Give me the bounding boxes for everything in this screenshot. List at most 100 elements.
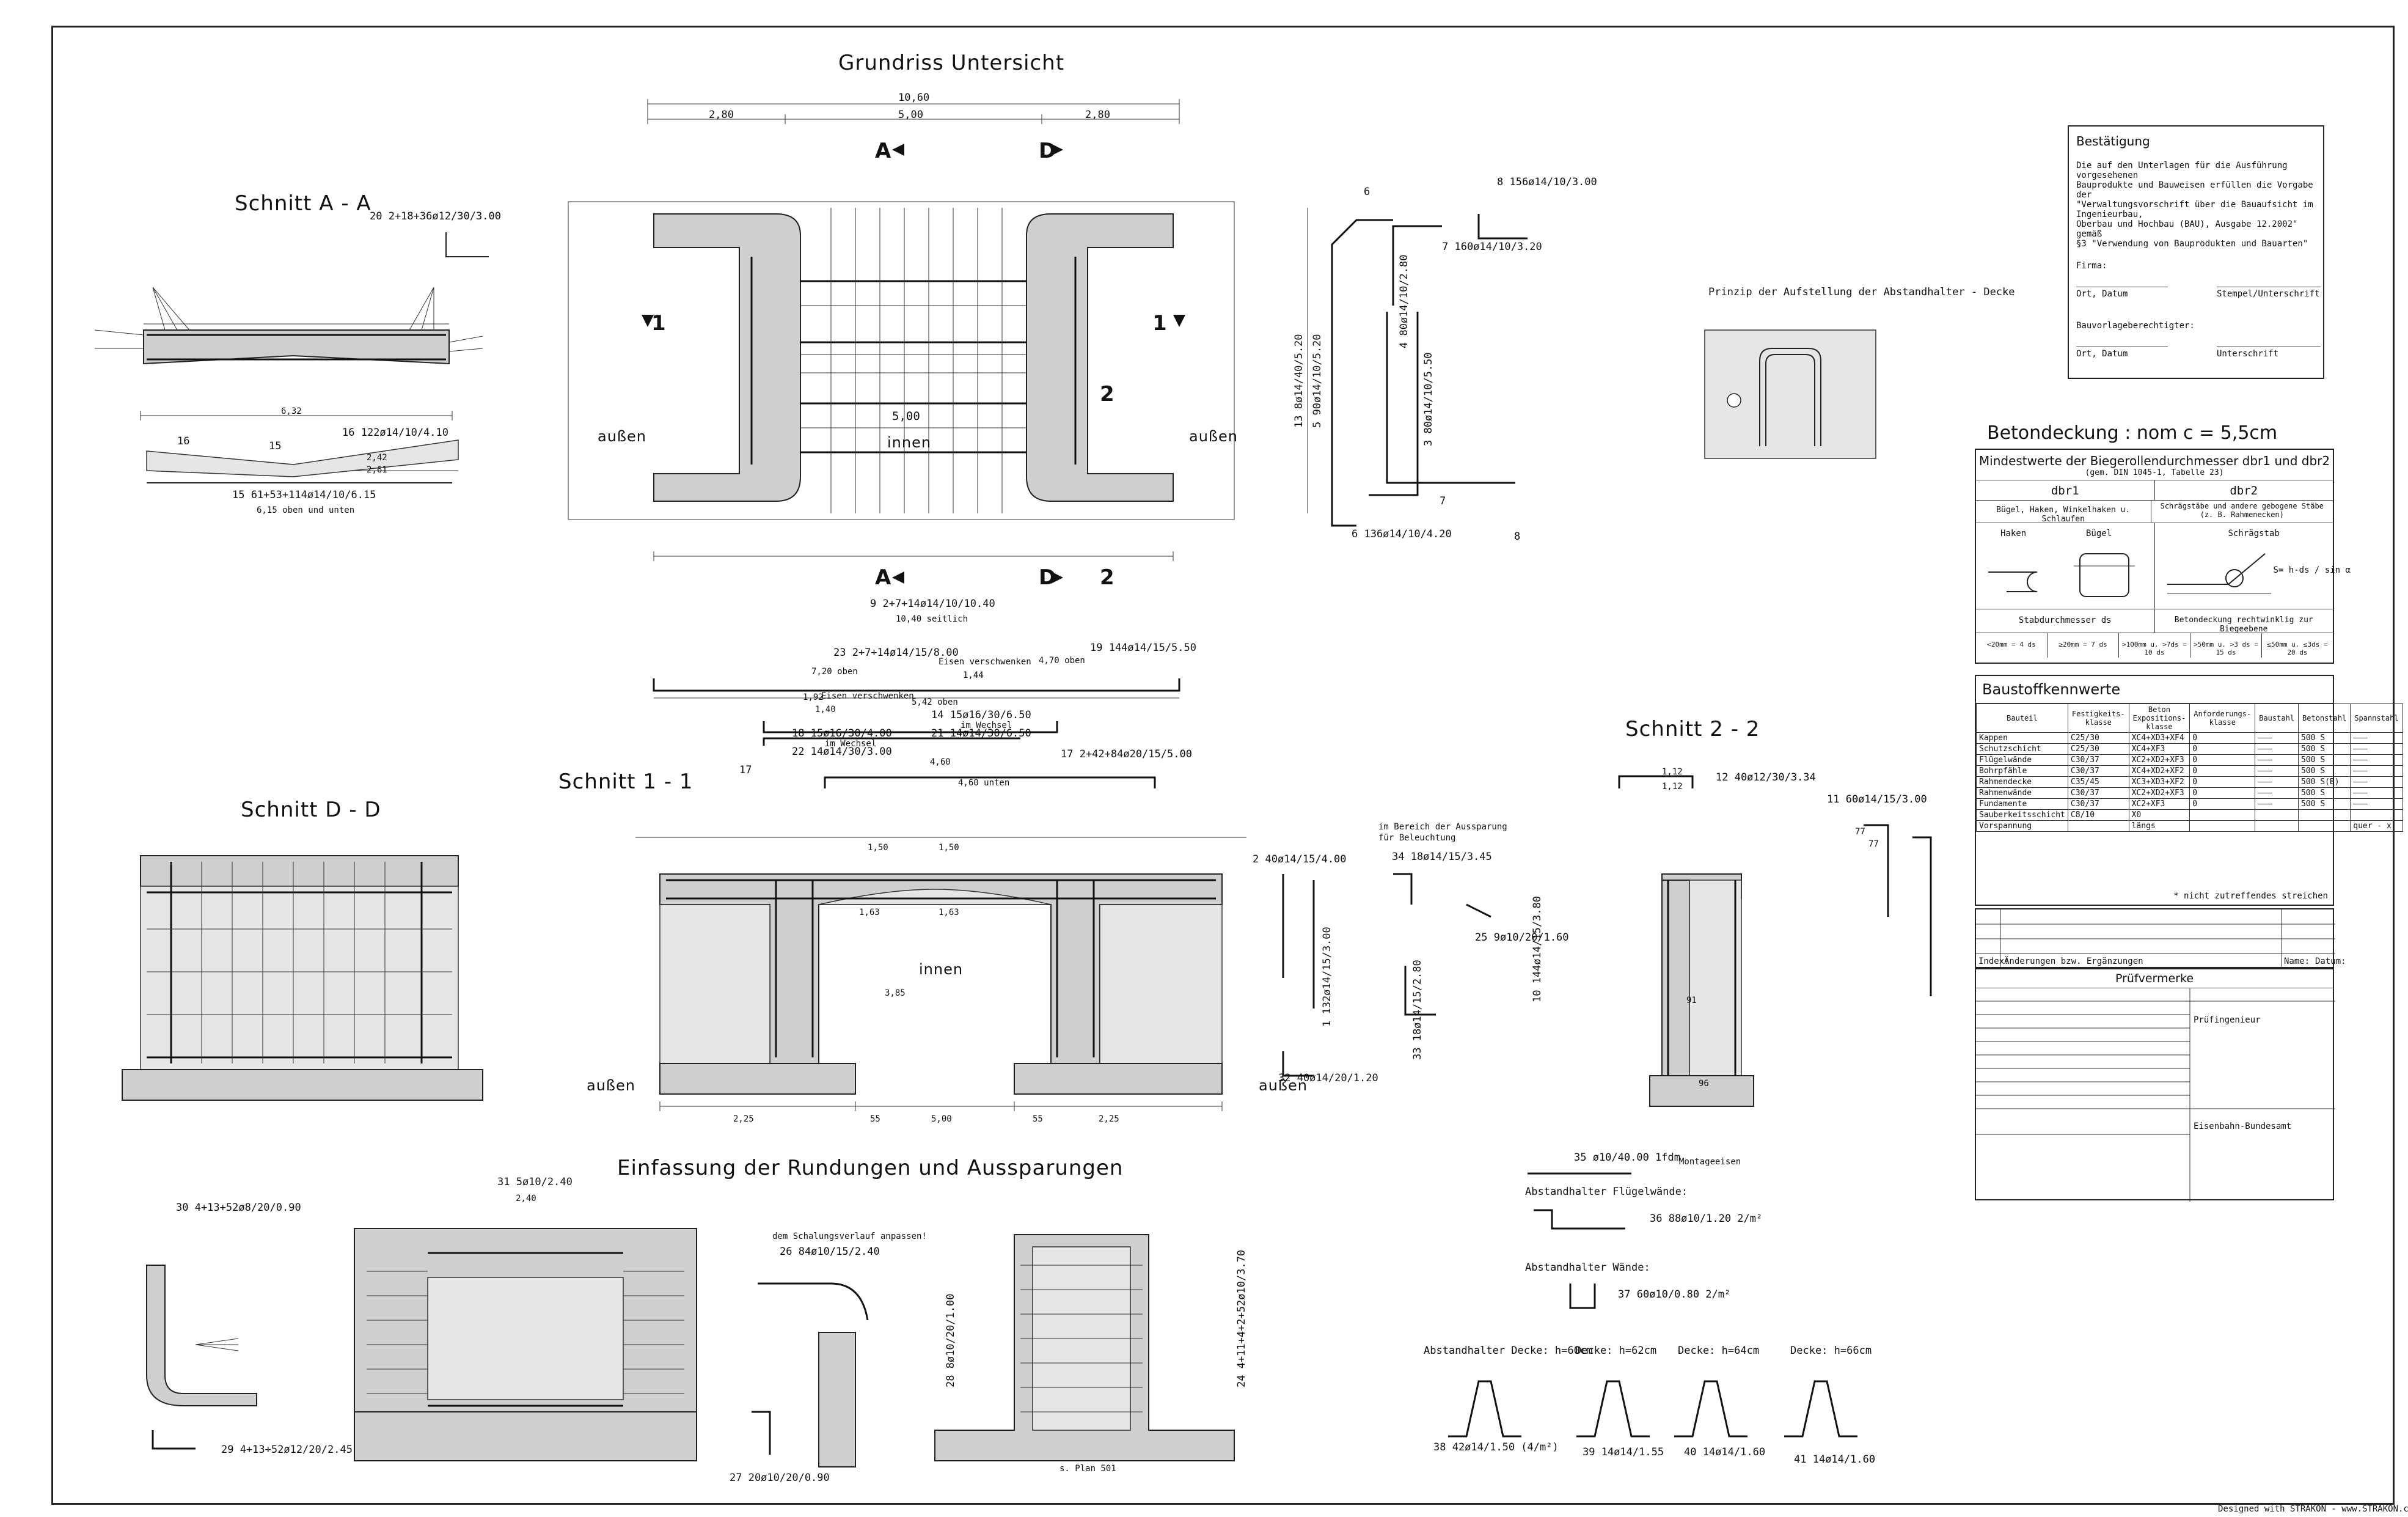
grundriss-drawing	[568, 99, 1235, 584]
baustoff-cell	[2255, 809, 2299, 821]
eisen-verschwenken-1: Eisen verschwenken	[939, 657, 1031, 667]
bestaetigung-bauvorlage: Bauvorlageberechtigter:	[2076, 321, 2195, 331]
dim-77-a: 77	[1855, 827, 1865, 837]
label-bar22: 22 14ø14/30/3.00	[792, 746, 892, 758]
betondeckung-heading: Betondeckung : nom c = 5,5cm	[1987, 422, 2278, 444]
dim-5-00: 5,00	[898, 109, 923, 121]
title-schnitt-dd: Schnitt D - D	[241, 798, 381, 822]
label-bar27: 27 20ø10/20/0.90	[730, 1472, 830, 1484]
label-bar8: 8 156ø14/10/3.00	[1497, 176, 1597, 188]
dim-2-25-a: 2,25	[733, 1114, 754, 1124]
baustoff-cell: C35/45	[2067, 776, 2129, 788]
title-schnitt-aa: Schnitt A - A	[235, 191, 371, 216]
baustoff-header-cell: Anforderungs- klasse	[2189, 703, 2256, 733]
title-schnitt-11: Schnitt 1 - 1	[558, 770, 693, 794]
dim-1-63-b: 1,63	[939, 908, 959, 917]
revision-name: Name:	[2284, 957, 2310, 966]
label-15: 15	[269, 440, 282, 452]
label-bar6: 6	[1364, 186, 1371, 198]
einfassung-31-drawing	[354, 1228, 697, 1461]
label-bar33: 33 18ø14/15/2.80	[1411, 960, 1424, 1060]
label-bar5: 5 90ø14/10/5.20	[1311, 334, 1323, 428]
label-bottom-bar: 9 2+7+14ø14/10/10.40	[870, 598, 995, 610]
label-bar30: 30 4+13+52ø8/20/0.90	[176, 1202, 301, 1214]
baustoff-cell: ———	[2255, 743, 2299, 755]
label-bar16: 16 122ø14/10/4.10	[342, 427, 448, 439]
baustoff-header-cell: Baustahl	[2255, 703, 2299, 733]
baustoff-header-cell: Betonstahl	[2298, 703, 2351, 733]
title-prinzip: Prinzip der Aufstellung der Abstandhalte…	[1708, 286, 2015, 298]
schnitt-22-drawing	[1618, 775, 1932, 1107]
bars-35-37-drawing	[1528, 1172, 1631, 1309]
baustoff-cell: Rahmenwände	[1976, 787, 2068, 799]
bestaetigung-text2: Bauprodukte und Bauweisen erfüllen die V…	[2076, 180, 2313, 200]
bar26-note: dem Schalungsverlauf anpassen!	[772, 1232, 927, 1241]
baustoff-cell: Vorspannung	[1976, 820, 2068, 832]
label-bar4: 4 80ø14/10/2.80	[1398, 254, 1410, 348]
label-aussen-right: außen	[1189, 428, 1239, 445]
dim-1-12-b: 1,12	[1662, 782, 1683, 792]
baustoff-cell: XC4+XF3	[2128, 743, 2190, 755]
label-bar7: 7 160ø14/10/3.20	[1442, 241, 1542, 253]
baustoff-cell: 500 S	[2298, 765, 2351, 777]
plan-501: s. Plan 501	[1059, 1464, 1116, 1474]
stab-label: Stabdurchmesser ds	[1976, 609, 2155, 633]
baustoff-cell: C25/30	[2067, 743, 2129, 755]
bestaetigung-unterschrift: Unterschrift	[2217, 347, 2321, 359]
bestaetigung-title: Bestätigung	[2076, 134, 2150, 149]
baustoff-cell	[2189, 820, 2256, 832]
label-8: 8	[1514, 531, 1521, 543]
baustoff-cell: 500 S	[2298, 754, 2351, 766]
label-decke-64: Decke: h=64cm	[1678, 1345, 1760, 1357]
baustoff-cell: XC2+XF3	[2128, 798, 2190, 810]
title-einfassung: Einfassung der Rundungen und Aussparunge…	[617, 1156, 1124, 1180]
label-bar3: 3 80ø14/10/5.50	[1422, 352, 1435, 446]
baustoff-cell: C30/37	[2067, 787, 2129, 799]
pruefvermerke-title: Prüfvermerke	[1976, 969, 2333, 988]
wechsel-1: im Wechsel	[825, 739, 877, 749]
label-bar1: 1 132ø14/15/3.00	[1321, 927, 1333, 1027]
label-decke-66: Decke: h=66cm	[1790, 1345, 1872, 1357]
label-bar25: 25 9ø10/20/1.60	[1475, 931, 1569, 944]
label-bar41: 41 14ø14/1.60	[1794, 1453, 1876, 1466]
dim-1-44: 1,44	[963, 670, 984, 680]
label-bar6b: 6 136ø14/10/4.20	[1352, 528, 1452, 540]
title-grundriss: Grundriss Untersicht	[838, 51, 1065, 75]
baustoff-cell: 500 S(B)	[2298, 776, 2351, 788]
baustoff-cell: 500 S	[2298, 798, 2351, 810]
biegerollen-title: Mindestwerte der Biegerollendurchmesser …	[1978, 454, 2330, 468]
label-bar14: 14 15ø16/30/6.50	[931, 709, 1031, 721]
baustoff-cell: C25/30	[2067, 732, 2129, 744]
dim-91: 91	[1686, 996, 1697, 1005]
schnitt-11-aussen-right: außen	[1259, 1077, 1308, 1094]
baustoff-cell: 0	[2189, 787, 2256, 799]
label-7: 7	[1440, 495, 1446, 507]
baustoff-cell: 0	[2189, 798, 2256, 810]
col1-desc: Bügel, Haken, Winkelhaken u. Schlaufen	[1976, 501, 2151, 524]
einfassung-26-drawing	[752, 1282, 869, 1467]
formula-s: S= h-ds / sin α	[2273, 565, 2351, 575]
label-bar19: 19 144ø14/15/5.50	[1090, 642, 1196, 654]
baustoff-header-cell: Bauteil	[1976, 703, 2068, 733]
label-innen: innen	[887, 434, 932, 451]
section-mark-2-bottom: 2	[1100, 565, 1115, 590]
baustoff-cell: XC3+XD3+XF2	[2128, 776, 2190, 788]
col-dbr1: dbr1	[1976, 480, 2155, 500]
bar34-note-2: für Beleuchtung	[1378, 833, 1456, 843]
baustoff-header-cell: Spannstahl	[2350, 703, 2403, 733]
baustoff-cell: ———	[2350, 754, 2403, 766]
baustoff-title: Baustoffkennwerte	[1976, 676, 2333, 703]
dim-55-b: 55	[1033, 1114, 1043, 1124]
dim-96: 96	[1699, 1079, 1709, 1089]
label-bar37: 37 60ø10/0.80 2/m²	[1618, 1288, 1731, 1301]
section-mark-a-bottom: A	[875, 565, 892, 590]
section-mark-2-top: 2	[1100, 382, 1115, 406]
section-mark-1-right: 1	[1152, 311, 1168, 336]
